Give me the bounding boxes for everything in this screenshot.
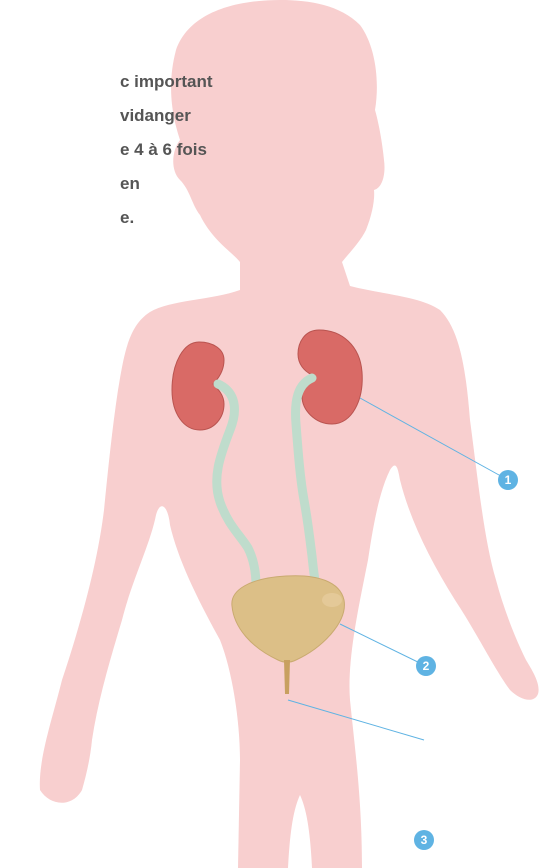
urethra: [284, 660, 290, 694]
callout-marker-2: 2: [416, 656, 436, 676]
callout-line-2: [340, 624, 426, 666]
bladder-highlight: [322, 593, 342, 607]
child-body-silhouette: [40, 0, 539, 868]
callout-marker-1: 1: [498, 470, 518, 490]
callout-marker-3: 3: [414, 830, 434, 850]
